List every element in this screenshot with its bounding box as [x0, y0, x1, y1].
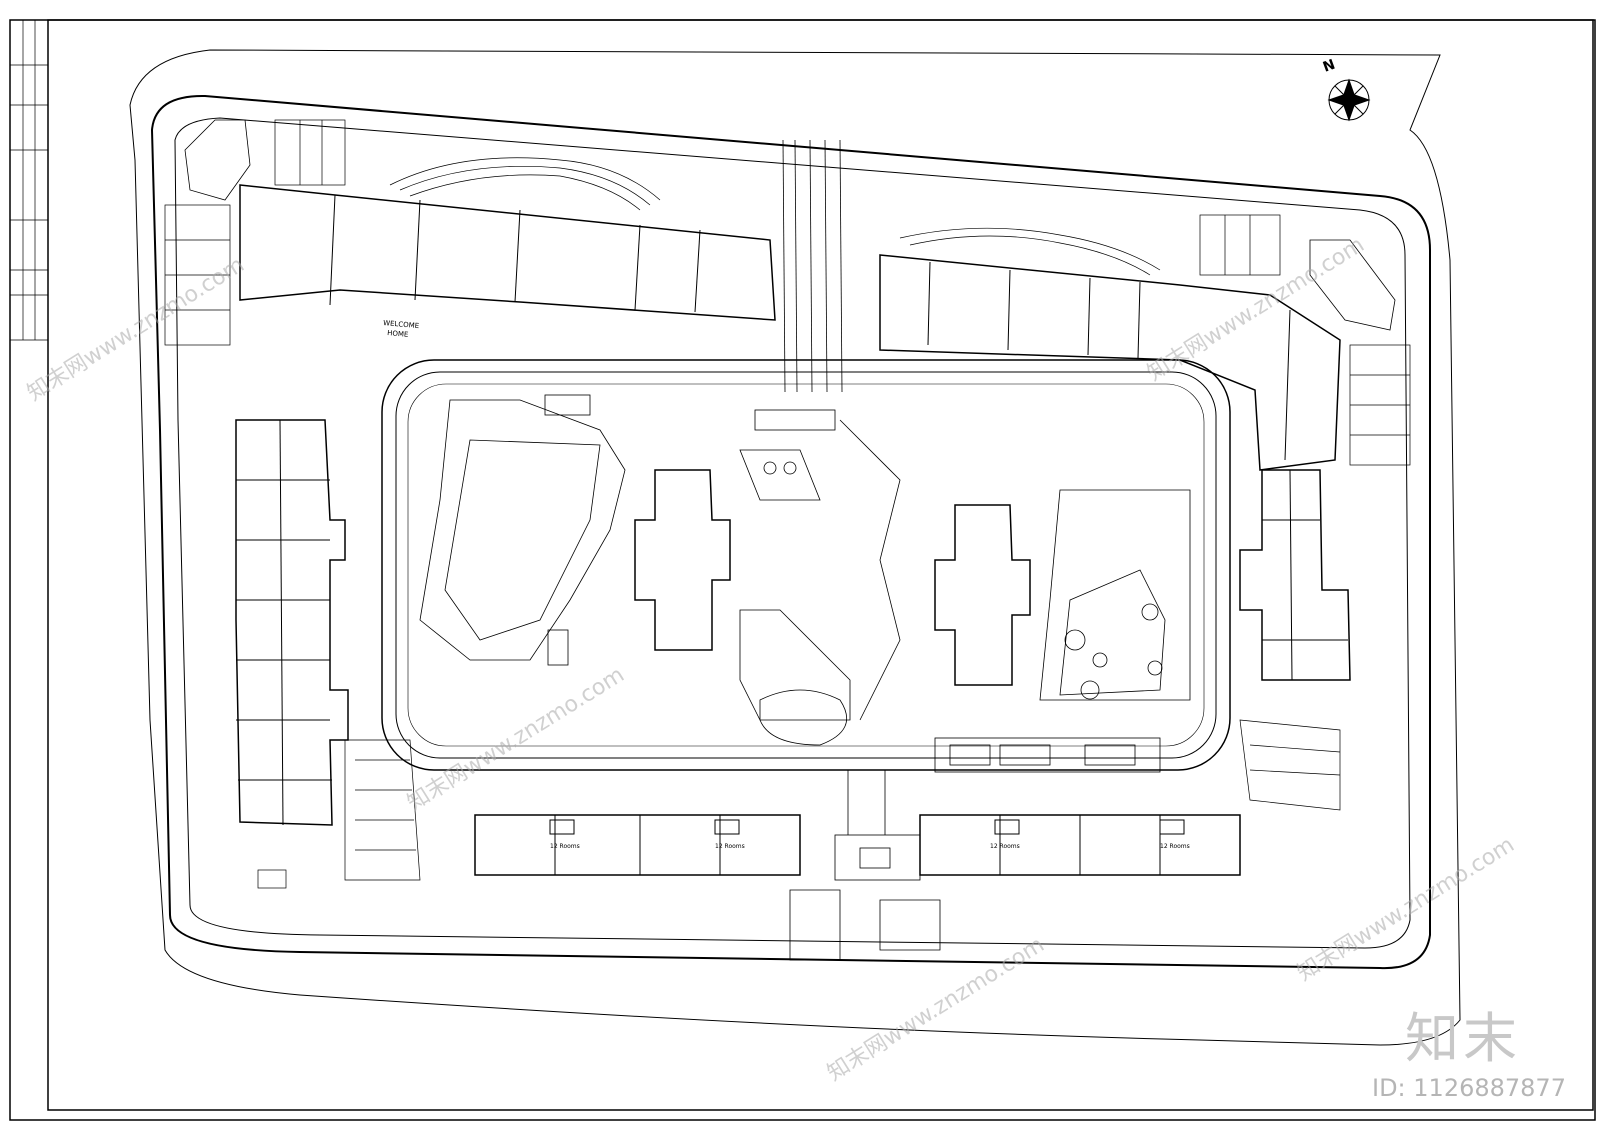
title-block	[10, 20, 48, 341]
unit-label-south-1: 12 Rooms	[550, 843, 580, 850]
unit-label-south-2: 12 Rooms	[715, 843, 745, 850]
landscape-paths	[419, 399, 1191, 746]
ne-planter	[1309, 239, 1396, 331]
north-entrance-road	[782, 139, 843, 393]
pavilion	[754, 409, 836, 431]
courtyard-building-east	[934, 504, 1031, 686]
north-building-block	[239, 184, 1341, 471]
north-terraces	[389, 157, 1161, 276]
courtyard-building-west	[634, 469, 731, 651]
north-label: N	[1321, 57, 1337, 76]
south-building-block	[474, 814, 1241, 876]
unit-label-south-4: 12 Rooms	[1160, 843, 1190, 850]
club-house	[934, 737, 1161, 773]
entrance-sign-line2: HOME	[387, 329, 409, 339]
central-loop-road	[381, 359, 1231, 771]
se-terraces	[1239, 719, 1341, 811]
pool-deck	[547, 629, 569, 666]
central-loop-inner	[395, 371, 1217, 759]
east-building-block	[1239, 469, 1351, 681]
sw-terraces	[257, 739, 421, 889]
watermark-id: ID: 1126887877	[1372, 1074, 1566, 1102]
entrance-sign-line1: WELCOME	[383, 319, 420, 330]
inner-frame	[47, 19, 1594, 1111]
unit-label-south-3: 12 Rooms	[990, 843, 1020, 850]
site-boundary-line	[150, 94, 1431, 970]
watermark-logo: 知末	[1405, 1007, 1521, 1070]
sign-structure	[544, 394, 591, 416]
inner-road	[174, 117, 1411, 949]
north-arrow-icon	[1327, 78, 1371, 122]
west-building-block	[235, 419, 349, 826]
parking-bays	[164, 119, 1411, 466]
south-entrance-plaza	[789, 770, 941, 961]
street-outer-boundary	[129, 49, 1461, 1046]
nw-planter	[184, 119, 251, 201]
